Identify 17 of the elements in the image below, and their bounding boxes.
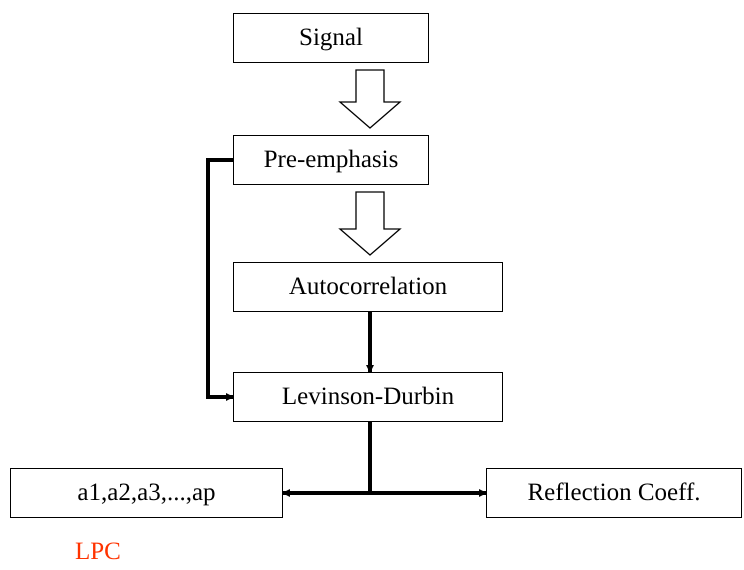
process-box — [486, 468, 742, 518]
process-box — [233, 262, 503, 312]
box-label: Levinson-Durbin — [282, 383, 454, 411]
box-label: a1,a2,a3,...,ap — [77, 479, 216, 507]
block-arrow — [338, 191, 402, 256]
block-arrow — [338, 69, 402, 129]
arrow — [206, 158, 234, 401]
box-label: Reflection Coeff. — [527, 479, 701, 507]
process-box — [233, 372, 503, 422]
box-label: Pre-emphasis — [264, 146, 398, 174]
process-box — [10, 468, 283, 518]
box-label: Signal — [299, 24, 363, 52]
process-box — [233, 13, 429, 63]
arrow — [366, 312, 374, 373]
caption-label: LPC — [75, 538, 121, 566]
process-box — [233, 135, 429, 185]
box-label: Autocorrelation — [288, 273, 448, 301]
